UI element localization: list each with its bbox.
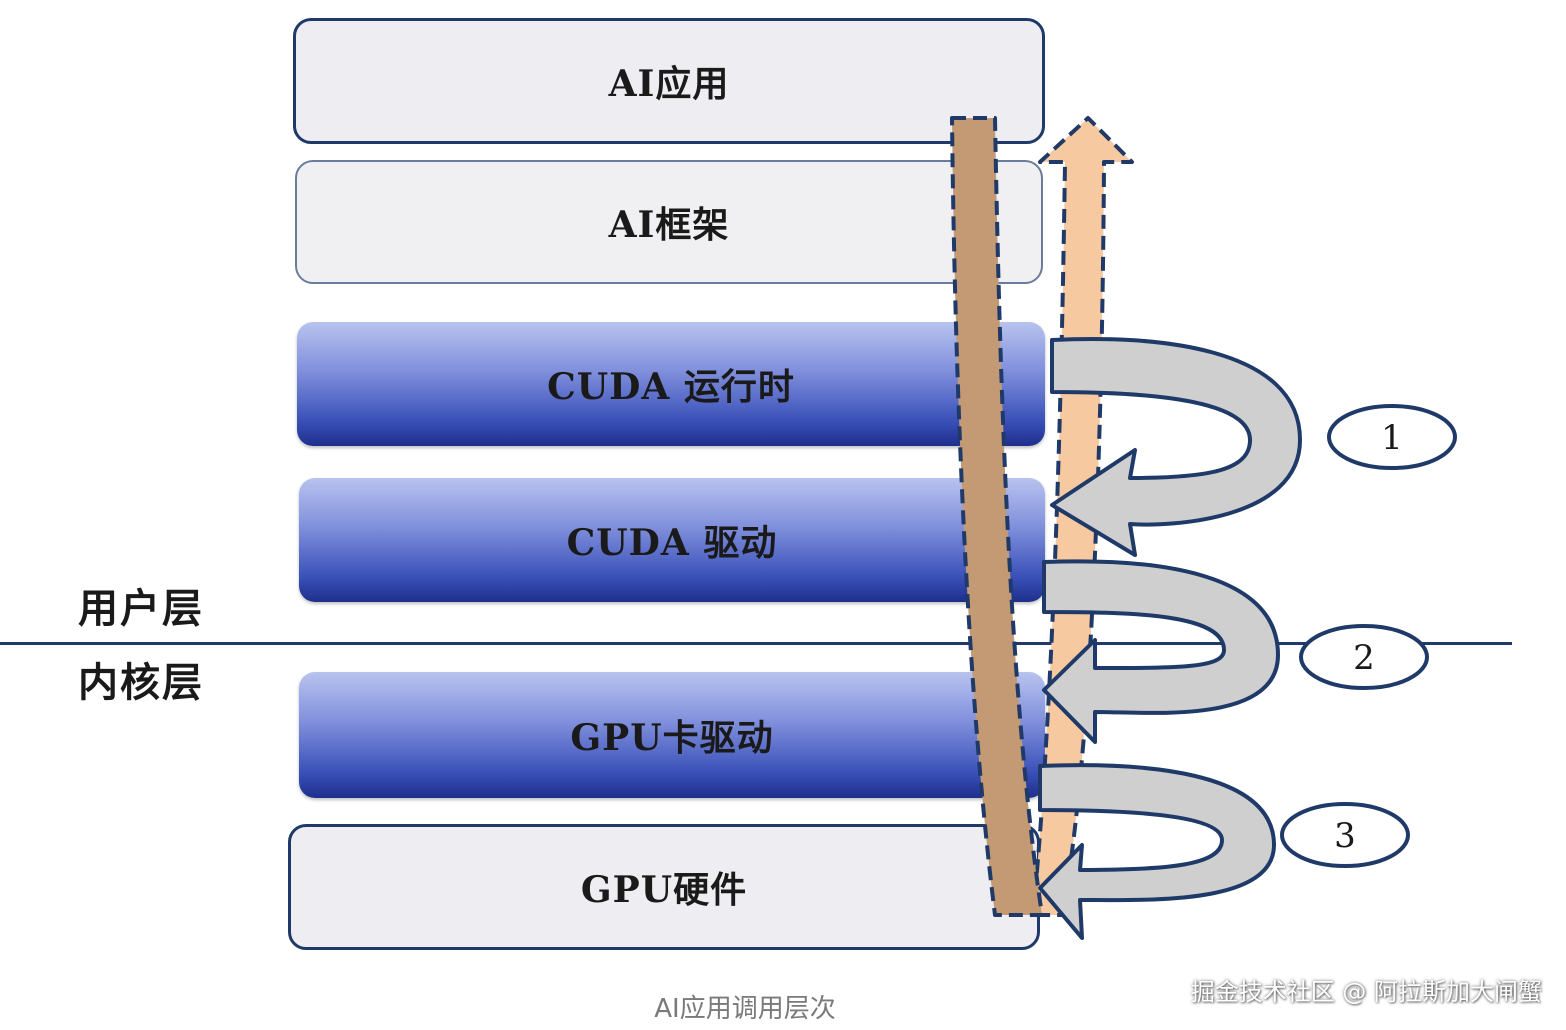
curl-arrow-1: [1050, 337, 1302, 557]
step-number: 1: [1381, 418, 1403, 458]
step-badge-3: 3: [1280, 802, 1410, 868]
layer-label: AI应用: [608, 63, 730, 105]
layer-label: GPU硬件: [580, 869, 748, 911]
step-number: 3: [1334, 816, 1356, 856]
step-number: 2: [1353, 638, 1375, 678]
layer-cuda-driver: CUDA 驱动: [299, 478, 1045, 602]
step-badge-1: 1: [1327, 404, 1457, 470]
layer-label: CUDA 运行时: [547, 366, 795, 408]
call-path-bar: [950, 116, 1044, 917]
layer-gpu-hardware: GPU硬件: [288, 824, 1040, 950]
kernel-space-label: 内核层: [78, 659, 204, 706]
layer-label: GPU卡驱动: [570, 717, 774, 759]
user-space-label: 用户层: [78, 585, 204, 632]
layer-cuda-runtime: CUDA 运行时: [297, 322, 1045, 446]
layer-label: CUDA 驱动: [566, 522, 778, 564]
watermark: 掘金技术社区 @ 阿拉斯加大闸蟹: [1190, 978, 1542, 1006]
curl-arrow-2: [1042, 559, 1280, 744]
layer-label: AI框架: [608, 204, 730, 246]
layer-ai-application: AI应用: [293, 18, 1045, 144]
user-kernel-boundary-line: [0, 642, 1512, 645]
curl-arrow-3: [1038, 763, 1276, 940]
layer-gpu-card-driver: GPU卡驱动: [299, 672, 1045, 798]
step-badge-2: 2: [1299, 624, 1429, 690]
figure-caption: AI应用调用层次: [654, 994, 836, 1024]
layer-ai-framework: AI框架: [295, 160, 1043, 284]
